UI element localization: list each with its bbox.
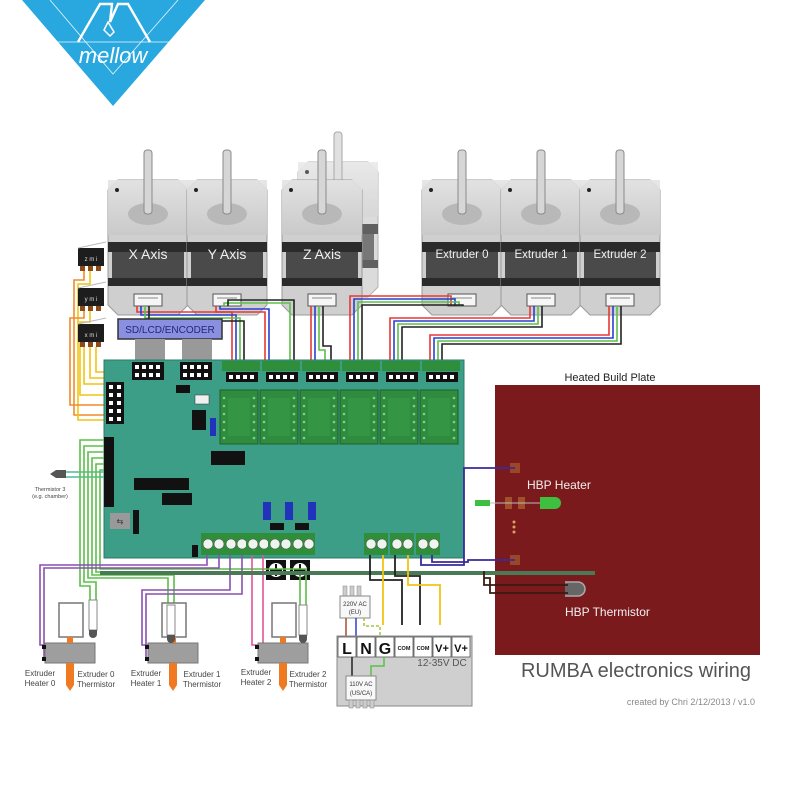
motor-label: X Axis [129, 246, 168, 262]
thermistor3-sublabel: (e.g. chamber) [32, 494, 68, 500]
thermistor3-label: Thermistor 3 [35, 487, 66, 493]
endstop-y: y m i [77, 281, 107, 312]
motor-label: Z Axis [303, 246, 341, 262]
motor-label: Extruder 0 [435, 249, 488, 261]
plug-eu-region: (EU) [349, 610, 361, 616]
motor-terminals [222, 361, 460, 382]
endstop-label: x m i [85, 333, 98, 339]
terminal-g: G [379, 641, 391, 658]
thermistor-label: Extruder 2 [290, 670, 327, 679]
terminal-com: COM [417, 646, 430, 652]
motor-wires [136, 295, 622, 372]
hbp-heater-label: HBP Heater [527, 478, 591, 492]
psu-terminals: L N G COM COM V+ V+ [337, 636, 471, 658]
terminal-l: L [342, 641, 352, 658]
motor-label: Extruder 2 [593, 249, 646, 261]
hbp-wires [369, 467, 568, 625]
usb-port [110, 513, 130, 529]
diagram-title: RUMBA electronics wiring [521, 660, 751, 682]
motor-y-axis: Y Axis [186, 149, 268, 316]
motor-z-axis: Z Axis [281, 131, 379, 316]
plug-eu-voltage: 220V AC [343, 602, 367, 608]
motor-extruder-1: Extruder 1 [500, 149, 582, 316]
heater-label: Extruder [241, 668, 272, 677]
thermistor-sublabel: Thermistor [183, 680, 222, 689]
heater-label: Extruder [25, 669, 56, 678]
thermistor-label: Extruder 0 [78, 670, 115, 679]
rumba-board: ⇆ [103, 359, 465, 559]
psu-voltage-label: 12-35V DC [417, 658, 466, 669]
endstop-label: y m i [85, 297, 98, 303]
m-monogram-icon [76, 2, 152, 43]
build-plate-title: Heated Build Plate [564, 372, 655, 384]
motor-label: Y Axis [208, 246, 247, 262]
diagram-credit: created by Chri 2/12/2013 / v1.0 [627, 697, 755, 707]
mellow-logo: mellow [22, 0, 205, 106]
motor-x-axis: X Axis [107, 149, 189, 316]
endstop-z: z m i [77, 241, 107, 272]
thermistor-3: Thermistor 3 (e.g. chamber) [32, 470, 104, 500]
thermistor-label: Extruder 1 [184, 670, 221, 679]
hbp-thermistor-label: HBP Thermistor [565, 605, 650, 619]
heater-sublabel: Heater 1 [131, 679, 162, 688]
motor-label: Extruder 1 [514, 249, 567, 261]
hotend-0: Extruder Heater 0 Extruder 0 Thermistor [25, 599, 116, 692]
logo-brand-text: mellow [79, 43, 150, 68]
plug-us-region: (US/CA) [350, 691, 372, 697]
thermistor-sublabel: Thermistor [289, 680, 328, 689]
fan-icon [266, 560, 286, 580]
terminal-v-plus: V+ [454, 643, 468, 655]
terminal-v-plus: V+ [435, 643, 449, 655]
plug-us: 110V AC (US/CA) [345, 675, 377, 709]
plug-us-voltage: 110V AC [349, 682, 373, 688]
sd-lcd-encoder-connector: SD/LCD/ENCODER [117, 318, 223, 363]
hotend-2: Extruder Heater 2 Extruder 2 Thermistor [241, 602, 328, 692]
heated-build-plate: Heated Build Plate HBP Heater HBP Thermi… [475, 372, 760, 655]
endstop-x: x m i [77, 317, 107, 348]
endstop-wires [69, 271, 106, 421]
motor-extruder-2: Extruder 2 [579, 149, 661, 316]
hbp-thermistor-icon [565, 581, 586, 597]
endstop-label: z m i [85, 257, 98, 263]
power-supply: 220V AC (EU) L N G COM COM V+ V+ 12-35V … [336, 585, 473, 709]
usb-icon: ⇆ [117, 517, 124, 526]
thermistor-sublabel: Thermistor [77, 680, 116, 689]
led-indicator-icon [475, 497, 561, 509]
heater-sublabel: Heater 0 [25, 679, 56, 688]
sd-lcd-encoder-label: SD/LCD/ENCODER [125, 325, 214, 336]
heater-label: Extruder [131, 669, 162, 678]
plug-eu: 220V AC (EU) [339, 585, 371, 619]
terminal-com: COM [398, 646, 411, 652]
terminal-n: N [360, 641, 372, 658]
heater-sublabel: Heater 2 [241, 678, 272, 687]
motor-extruder-0: Extruder 0 [421, 149, 503, 316]
build-plate-body [495, 385, 760, 655]
hotend-1: Extruder Heater 1 Extruder 1 Thermistor [131, 602, 222, 692]
